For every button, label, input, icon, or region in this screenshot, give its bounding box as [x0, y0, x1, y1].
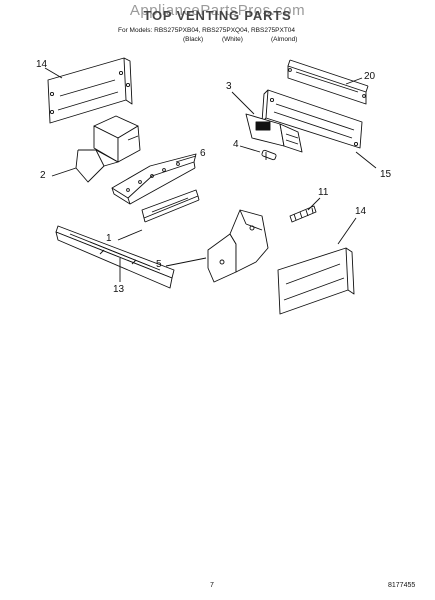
callout-14-top: 14	[36, 59, 48, 70]
part-5-bracket	[207, 209, 269, 283]
callout-2: 2	[40, 170, 46, 181]
callout-1: 1	[106, 233, 112, 244]
variant-black: (Black)	[183, 36, 204, 43]
page-title: TOP VENTING PARTS	[143, 8, 292, 23]
leader-1	[117, 229, 143, 241]
variant-white: (White)	[222, 36, 243, 43]
leader-15	[355, 151, 377, 169]
part-14-top-bracket	[47, 57, 133, 124]
document-code: 8177455	[388, 582, 416, 589]
leader-11	[307, 197, 321, 211]
leader-4	[239, 145, 261, 153]
leader-3	[231, 91, 255, 115]
callout-11: 11	[318, 187, 329, 198]
callout-4: 4	[233, 139, 239, 150]
page-number: 7	[210, 582, 214, 589]
part-11-connector	[289, 205, 317, 223]
callout-15: 15	[380, 169, 392, 180]
leader-20	[345, 77, 363, 85]
callout-13: 13	[113, 284, 125, 295]
watermark-text: AppliancePartsPros.com	[129, 2, 306, 19]
models-label: For Models: RBS275PXB04, RBS275PXQ04, RB…	[118, 27, 296, 34]
part-3-housing	[245, 89, 363, 153]
part-6-plate	[111, 153, 197, 205]
leader-6	[175, 155, 197, 163]
part-20-rail	[287, 59, 369, 105]
leader-5	[165, 257, 207, 267]
part-1-bar	[141, 189, 200, 223]
leader-2	[51, 167, 77, 177]
callout-3: 3	[226, 81, 232, 92]
callout-14-lower: 14	[355, 206, 367, 217]
callout-5: 5	[156, 259, 162, 270]
part-2-duct	[75, 115, 141, 183]
part-4-plug	[261, 149, 277, 161]
leader-14a	[44, 67, 63, 79]
callout-6: 6	[200, 148, 206, 159]
part-13-channel	[55, 225, 175, 289]
leader-14b	[337, 217, 357, 245]
variant-almond: (Almond)	[271, 36, 298, 43]
part-14-lower-panel	[277, 247, 355, 315]
callout-20: 20	[364, 71, 376, 82]
